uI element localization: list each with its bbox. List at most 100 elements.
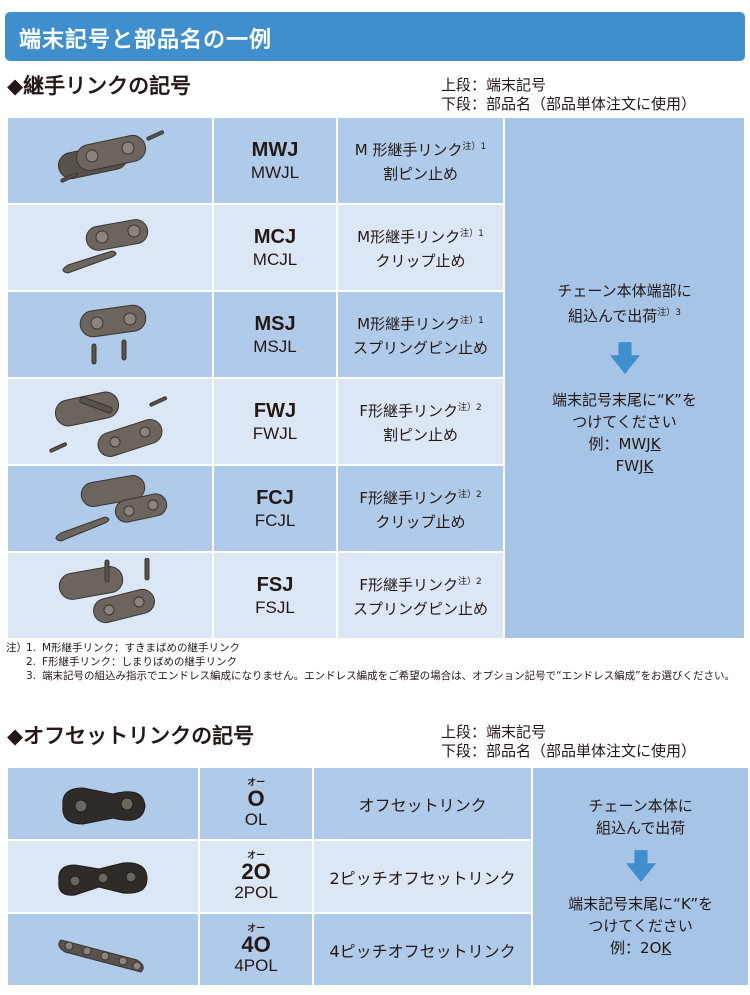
name-cell: M形継手リンク注）1 スプリングピン止め (336, 290, 505, 379)
example-label: 例： (610, 938, 641, 957)
chain-image-cell (6, 116, 214, 205)
chain-image-cell (6, 551, 214, 640)
joint-link-f-pin-icon (49, 391, 168, 457)
offset-link-icon (62, 786, 146, 825)
table-row: FCJ FCJL F形継手リンク注）2 クリップ止め (6, 464, 745, 553)
joint-legend: 上段：端末記号 下段：部品名（部品単体注文に使用） (441, 76, 696, 114)
note-line-3: 端末記号末尾に“K”を (552, 390, 697, 409)
note-line-4: つけてください (572, 412, 677, 431)
fastening-type: スプリングピン止め (352, 600, 488, 618)
end-code: 2O (241, 858, 271, 884)
note-line-4: つけてください (588, 916, 693, 935)
chain-image-cell (6, 464, 214, 553)
example-base: 2O (640, 938, 662, 957)
end-code: MCJ (253, 225, 297, 248)
chain-image-cell (6, 203, 214, 292)
example-2-base: FWJ (615, 456, 644, 475)
code-cell: MCJ MCJL (212, 203, 338, 292)
name-cell: F形継手リンク注）2 割ピン止め (336, 377, 505, 466)
part-name-code: 4POL (234, 955, 278, 975)
name-cell: F形継手リンク注）2 クリップ止め (336, 464, 505, 553)
table-row: FSJ FSJL F形継手リンク注）2 スプリングピン止め (6, 551, 745, 640)
joint-link-clip-icon (62, 218, 149, 274)
joint-link-spring-pin-icon (79, 304, 147, 364)
footnote-text: M形継手リンク：すきまばめの継手リンク (42, 642, 241, 654)
table-row: MSJ MSJL M形継手リンク注）1 スプリングピン止め (6, 290, 745, 379)
joint-link-f-clip-icon (55, 474, 168, 542)
name-cell: F形継手リンク注）2 スプリングピン止め (336, 551, 505, 640)
part-name-code: FCJL (254, 510, 296, 530)
example-1-base: MWJ (618, 434, 651, 453)
joint-legend-bottom: 下段：部品名（部品単体注文に使用） (441, 95, 697, 113)
end-code: 4O (241, 931, 271, 957)
footnotes: 注） 1. M形継手リンク：すきまばめの継手リンク 2. F形継手リンク：しまり… (6, 641, 744, 683)
end-code: FCJ (256, 486, 294, 509)
joint-link-table: MWJ MWJL M 形継手リンク注）1 割ピン止め チェーン本体端部に 組込ん… (6, 116, 746, 640)
part-name-code: 2POL (234, 882, 278, 902)
arrow-down-icon (609, 341, 640, 374)
fastening-type: スプリングピン止め (352, 339, 488, 357)
footnote-number: 1. (26, 642, 37, 654)
footnote: 3. 端末記号の組込み指示でエンドレス編成になりません。エンドレス編成をご希望の… (6, 669, 744, 683)
link-type: F形継手リンク (359, 489, 458, 507)
joint-link-f-spring-pin-icon (58, 557, 155, 623)
code-cell: FWJ FWJL (212, 377, 338, 466)
table-row: MCJ MCJL M形継手リンク注）1 クリップ止め (6, 203, 745, 292)
arrow-down-icon (625, 849, 656, 882)
name-cell: 4ピッチオフセットリンク (311, 912, 534, 987)
part-name-code: MCJL (252, 249, 298, 269)
two-pitch-offset-link-icon (58, 861, 148, 896)
footnote: 注） 1. M形継手リンク：すきまばめの継手リンク (6, 641, 744, 655)
note-ref: 注）1 (460, 229, 484, 239)
code-cell: MWJ MWJL (212, 116, 338, 205)
joint-note-cell: チェーン本体端部に 組込んで出荷注）3 端末記号末尾に“K”を つけてください … (503, 116, 746, 640)
fastening-type: 割ピン止め (382, 165, 458, 183)
chain-image-cell (5, 766, 201, 841)
example-2-k: K (643, 456, 654, 475)
link-type: オフセットリンク (358, 795, 487, 815)
code-reading: オー (247, 923, 266, 934)
code-cell: オー 4O 4POL (198, 912, 314, 987)
joint-legend-top: 上段：端末記号 (441, 76, 547, 94)
note-ref: 注）2 (457, 403, 482, 413)
footnote-text: 端末記号の組込み指示でエンドレス編成になりません。エンドレス編成をご希望の場合は… (42, 670, 736, 682)
note-ref: 注）2 (457, 577, 482, 587)
part-name-code: FWJL (252, 423, 298, 443)
name-cell: M 形継手リンク注）1 割ピン止め (336, 116, 505, 205)
code-cell: オー 2O 2POL (198, 839, 314, 914)
part-name-code: OL (244, 809, 268, 829)
note-line-1: チェーン本体に (588, 796, 693, 815)
part-name-code: MWJL (250, 162, 300, 182)
end-code: FSJ (256, 573, 294, 596)
link-type: M 形継手リンク (354, 141, 463, 159)
note-ref: 注）1 (460, 316, 484, 326)
offset-legend-bottom: 下段：部品名（部品単体注文に使用） (441, 742, 697, 760)
table-row: MWJ MWJL M 形継手リンク注）1 割ピン止め チェーン本体端部に 組込ん… (6, 116, 746, 640)
footnote: 2. F形継手リンク：しまりばめの継手リンク (6, 655, 744, 669)
offset-link-table: オー O OL オフセットリンク チェーン本体に 組込んで出荷 端末記号末尾に“… (5, 766, 750, 987)
link-type: M形継手リンク (357, 228, 461, 246)
link-type: F形継手リンク (359, 402, 458, 420)
offset-section-title: ◆オフセットリンクの記号 (7, 724, 255, 748)
code-cell: FSJ FSJL (212, 551, 338, 640)
end-code: FWJ (253, 399, 297, 422)
joint-link-pin-icon (57, 129, 165, 183)
table-row: オー 4O 4POL 4ピッチオフセットリンク (5, 912, 749, 987)
name-cell: 2ピッチオフセットリンク (311, 839, 534, 914)
table-row: オー 2O 2POL 2ピッチオフセットリンク (5, 839, 749, 914)
note-line-2: 組込んで出荷 (596, 818, 686, 837)
fastening-type: 割ピン止め (382, 426, 458, 444)
end-code: MWJ (251, 138, 299, 161)
end-code: O (247, 785, 265, 811)
footnote-number: 3. (26, 670, 37, 682)
code-cell: オー O OL (198, 766, 314, 841)
link-type: 4ピッチオフセットリンク (329, 941, 516, 961)
offset-legend-top: 上段：端末記号 (441, 723, 547, 741)
link-type: M形継手リンク (357, 315, 461, 333)
code-cell: FCJ FCJL (212, 464, 338, 553)
note-ref: 注）1 (462, 142, 487, 152)
footnote-text: F形継手リンク：しまりばめの継手リンク (42, 656, 238, 668)
end-code: MSJ (254, 312, 296, 335)
table-row: オー O OL オフセットリンク チェーン本体に 組込んで出荷 端末記号末尾に“… (5, 766, 750, 987)
note-line-1: チェーン本体端部に (557, 281, 692, 300)
